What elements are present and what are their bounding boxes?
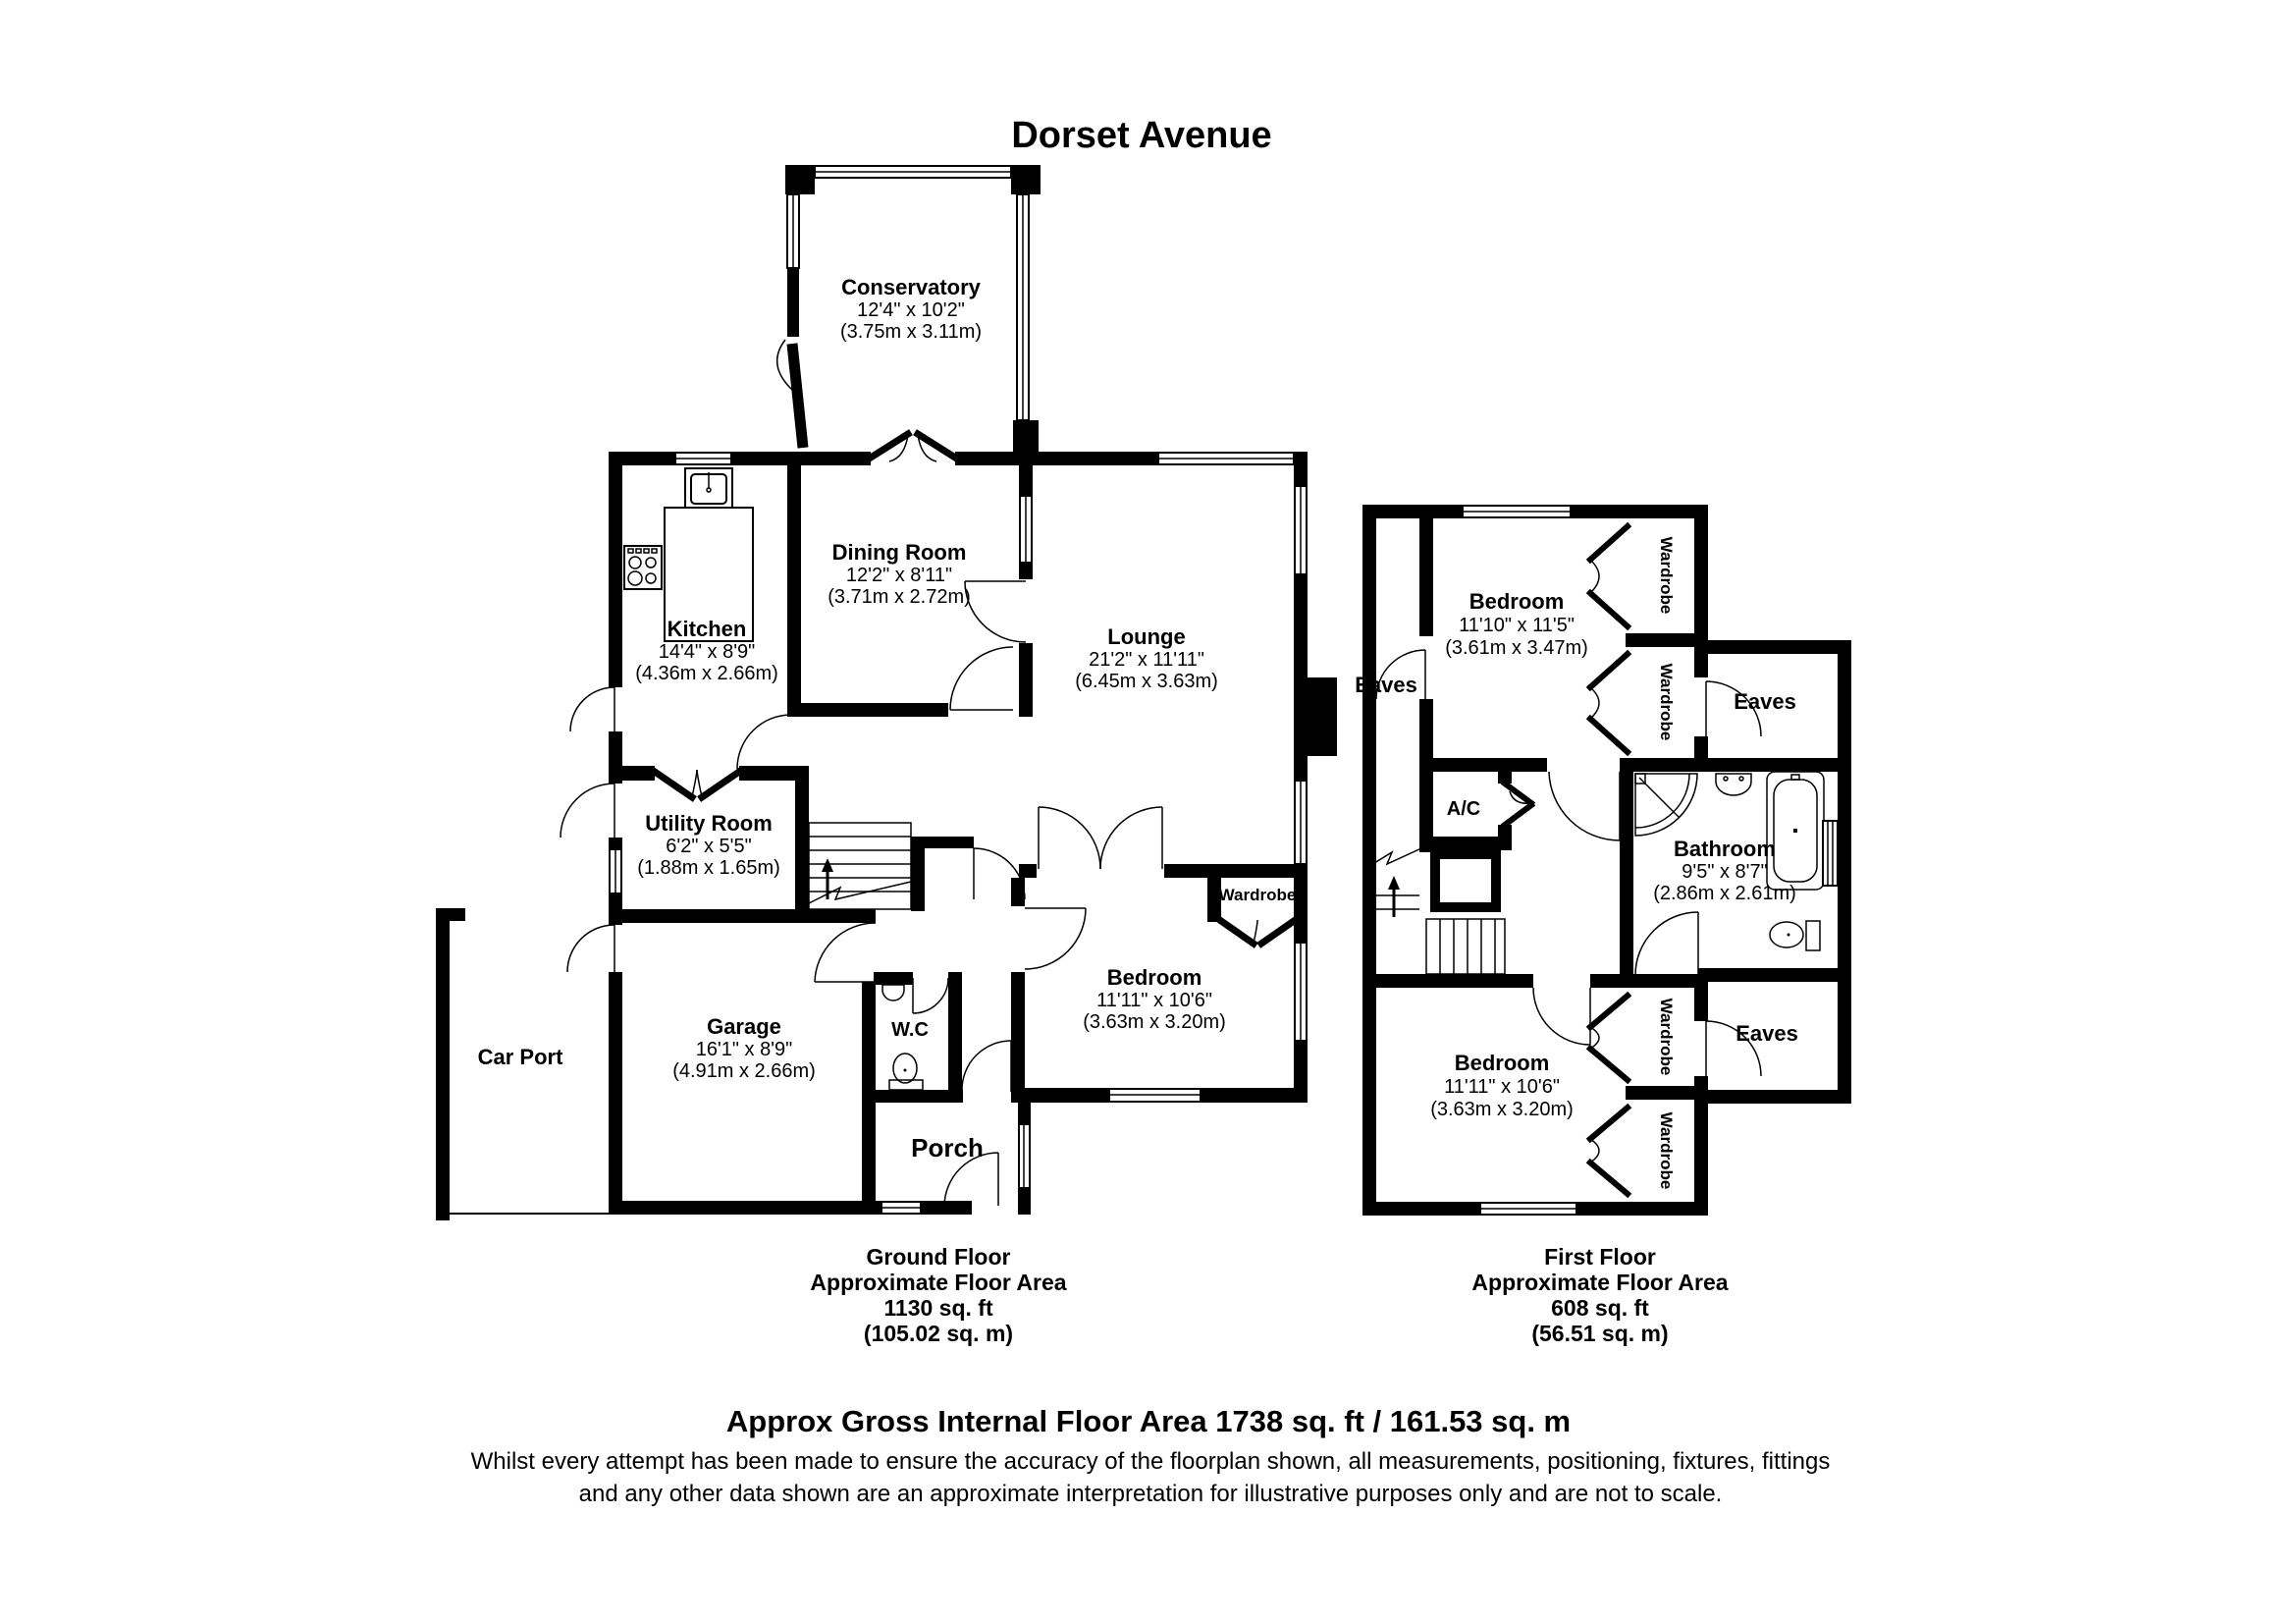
bedroom-ground-dims-imperial: 11'11" x 10'6" xyxy=(1096,990,1212,1011)
bedroom-front-dims-imperial: 11'10" x 11'5" xyxy=(1459,615,1575,636)
first-floor-name: First Floor xyxy=(1544,1244,1656,1270)
first-floor-area-m: (56.51 sq. m) xyxy=(1531,1321,1668,1346)
stairs-first xyxy=(1365,847,1506,975)
first-interior-walls xyxy=(1362,518,1851,1100)
first-outer-walls xyxy=(1362,505,1851,1216)
first-doors xyxy=(1375,521,1762,1199)
ground-outer-walls xyxy=(609,452,1337,1215)
ground-doors xyxy=(560,429,1299,1207)
bedroom-front-label: Bedroom xyxy=(1469,589,1565,614)
bedroom-back-label: Bedroom xyxy=(1455,1051,1550,1075)
garage-dims-metric: (4.91m x 2.66m) xyxy=(672,1060,816,1082)
bathroom-sink-icon xyxy=(1715,773,1752,796)
conservatory-dims-imperial: 12'4" x 10'2" xyxy=(857,299,965,321)
lounge-label: Lounge xyxy=(1107,624,1185,649)
ground-floor-area-m: (105.02 sq. m) xyxy=(864,1321,1013,1346)
bedroom-front-dims-metric: (3.61m x 3.47m) xyxy=(1445,637,1588,659)
bathroom-dims-metric: (2.86m x 2.61m) xyxy=(1653,883,1796,904)
bedroom-ground-dims-metric: (3.63m x 3.20m) xyxy=(1083,1011,1226,1033)
kitchen-dims-metric: (4.36m x 2.66m) xyxy=(635,663,778,684)
disclaimer-line-2: and any other data shown are an approxim… xyxy=(579,1481,1723,1507)
wc-fixtures xyxy=(881,984,924,1091)
eaves-left-label: Eaves xyxy=(1355,673,1417,697)
first-floor-area-ft: 608 sq. ft xyxy=(1551,1295,1649,1321)
lounge-dims-imperial: 21'2" x 11'11" xyxy=(1089,649,1204,671)
bedroom-ground-label: Bedroom xyxy=(1107,965,1202,990)
conservatory-label: Conservatory xyxy=(841,275,982,299)
kitchen-fixtures xyxy=(623,467,754,642)
disclaimer-line-1: Whilst every attempt has been made to en… xyxy=(471,1448,1831,1475)
ground-interior-walls xyxy=(609,465,1308,1215)
porch-label: Porch xyxy=(911,1133,984,1163)
wardrobe-ff-2-label: Wardrobe xyxy=(1657,664,1676,741)
dining-room-dims-metric: (3.71m x 2.72m) xyxy=(828,586,971,608)
wardrobe-ff-4-label: Wardrobe xyxy=(1657,1112,1676,1190)
ground-floor-summary: Ground Floor Approximate Floor Area 1130… xyxy=(810,1244,1066,1346)
wc-toilet-icon xyxy=(888,1053,924,1091)
ground-floor-area-label: Approximate Floor Area xyxy=(810,1270,1066,1295)
wardrobe-doors xyxy=(1585,521,1632,1199)
garage-label: Garage xyxy=(707,1014,781,1039)
gross-area-text: Approx Gross Internal Floor Area 1738 sq… xyxy=(726,1404,1571,1438)
dining-room-label: Dining Room xyxy=(832,540,967,565)
eaves-right-bottom-label: Eaves xyxy=(1735,1021,1798,1046)
kitchen-counter xyxy=(664,507,754,642)
wc-label: W.C xyxy=(891,1019,929,1041)
utility-room-dims-metric: (1.88m x 1.65m) xyxy=(637,857,780,879)
ground-floor-area-ft: 1130 sq. ft xyxy=(883,1295,993,1321)
bath-icon xyxy=(1766,771,1825,891)
lounge-dims-metric: (6.45m x 3.63m) xyxy=(1075,671,1218,692)
conservatory-dims-metric: (3.75m x 3.11m) xyxy=(840,321,982,343)
car-port-walls xyxy=(436,908,609,1220)
wardrobe-ff-3-label: Wardrobe xyxy=(1657,999,1676,1076)
wc-sink-icon xyxy=(881,984,905,1001)
stove-icon xyxy=(623,545,663,590)
shower-icon xyxy=(1634,773,1698,837)
first-floor-summary: First Floor Approximate Floor Area 608 s… xyxy=(1471,1244,1728,1346)
ac-label: A/C xyxy=(1447,798,1480,820)
footer: Approx Gross Internal Floor Area 1738 sq… xyxy=(471,1404,1831,1507)
wardrobe-ff-1-label: Wardrobe xyxy=(1657,537,1676,615)
bedroom-back-dims-imperial: 11'11" x 10'6" xyxy=(1444,1076,1560,1098)
bedroom-back-dims-metric: (3.63m x 3.20m) xyxy=(1430,1099,1574,1120)
chimney xyxy=(1294,677,1337,756)
garage-dims-imperial: 16'1" x 8'9" xyxy=(696,1039,793,1060)
utility-room-dims-imperial: 6'2" x 5'5" xyxy=(666,836,751,857)
bathroom-fixtures xyxy=(1634,771,1839,951)
page-title: Dorset Avenue xyxy=(1011,115,1271,156)
bathroom-toilet-icon xyxy=(1769,920,1821,951)
first-floor: Bedroom 11'10" x 11'5" (3.61m x 3.47m) E… xyxy=(1355,505,1851,1216)
bathroom-label: Bathroom xyxy=(1674,837,1776,861)
kitchen-dims-imperial: 14'4" x 8'9" xyxy=(659,641,756,663)
stairs-ground xyxy=(808,822,912,910)
wardrobe-ground-label: Wardrobe xyxy=(1219,886,1297,904)
conservatory-walls xyxy=(775,165,1041,465)
dining-room-dims-imperial: 12'2" x 8'11" xyxy=(846,565,952,586)
ground-floor: Conservatory 12'4" x 10'2" (3.75m x 3.11… xyxy=(436,165,1337,1220)
ground-floor-name: Ground Floor xyxy=(867,1244,1011,1270)
first-floor-area-label: Approximate Floor Area xyxy=(1471,1270,1728,1295)
first-windows xyxy=(1462,505,1577,1216)
bathroom-dims-imperial: 9'5" x 8'7" xyxy=(1682,861,1767,883)
car-port-label: Car Port xyxy=(478,1045,563,1069)
kitchen-label: Kitchen xyxy=(667,617,747,641)
utility-room-label: Utility Room xyxy=(645,811,773,836)
eaves-right-top-label: Eaves xyxy=(1734,689,1796,714)
towel-rail-icon xyxy=(1822,820,1839,887)
